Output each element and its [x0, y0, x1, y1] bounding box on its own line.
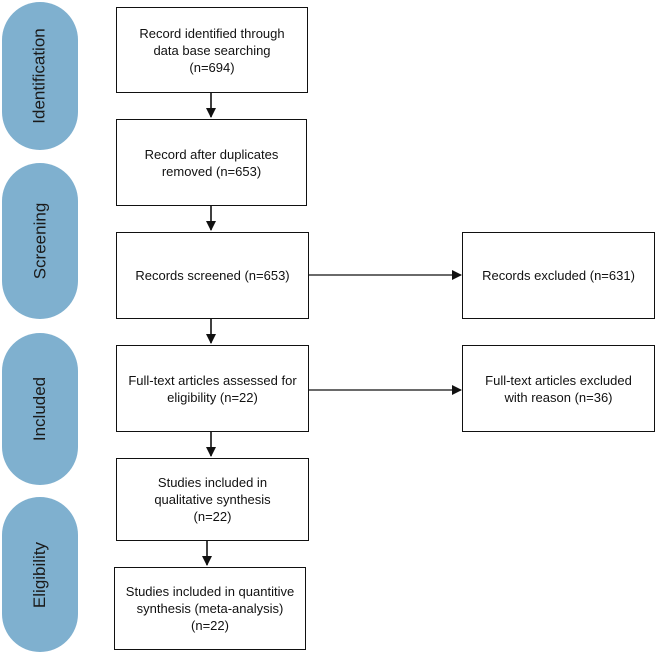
box-records-identified: Record identified through data base sear…: [116, 7, 308, 93]
box-full-text-assessed: Full-text articles assessed for eligibil…: [116, 345, 309, 432]
stage-identification: Identification: [2, 2, 78, 150]
box-full-text-excluded: Full-text articles excluded with reason …: [462, 345, 655, 432]
box-quantitative-synthesis: Studies included in quantitive synthesis…: [114, 567, 306, 650]
stage-included: Included: [2, 333, 78, 485]
box-after-duplicates: Record after duplicates removed (n=653): [116, 119, 307, 206]
box-records-screened: Records screened (n=653): [116, 232, 309, 319]
stage-screening: Screening: [2, 163, 78, 319]
box-qualitative-synthesis: Studies included in qualitative synthesi…: [116, 458, 309, 541]
box-records-excluded: Records excluded (n=631): [462, 232, 655, 319]
stage-eligibility: Eligibility: [2, 497, 78, 652]
